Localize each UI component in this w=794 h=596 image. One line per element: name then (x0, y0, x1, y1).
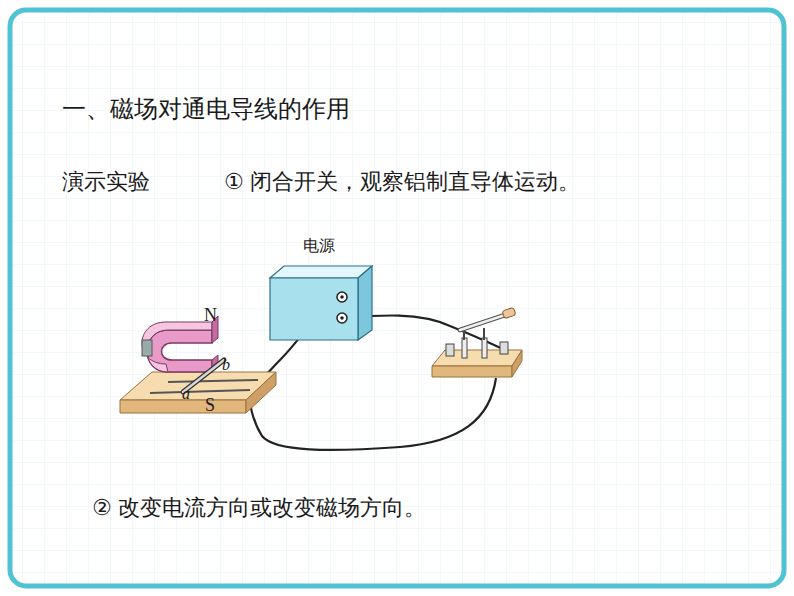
step-text: ② 改变电流方向或改变磁场方向。 (92, 496, 426, 520)
power-supply: 电源 (266, 236, 378, 344)
pole-label: S (205, 396, 215, 416)
slide-frame (10, 10, 784, 586)
metal-rails (150, 380, 258, 393)
end-label: b (222, 356, 230, 374)
section-label: 演示实验 (62, 170, 150, 194)
knife-switch (432, 307, 522, 377)
pole-label: N (204, 306, 217, 326)
grid-background (10, 10, 784, 586)
step-text: ① 闭合开关，观察铝制直导体运动。 (224, 170, 580, 194)
slide-title: 一、磁场对通电导线的作用 (62, 93, 350, 125)
device-label: 电源 (266, 236, 372, 255)
end-label: a (182, 385, 190, 403)
